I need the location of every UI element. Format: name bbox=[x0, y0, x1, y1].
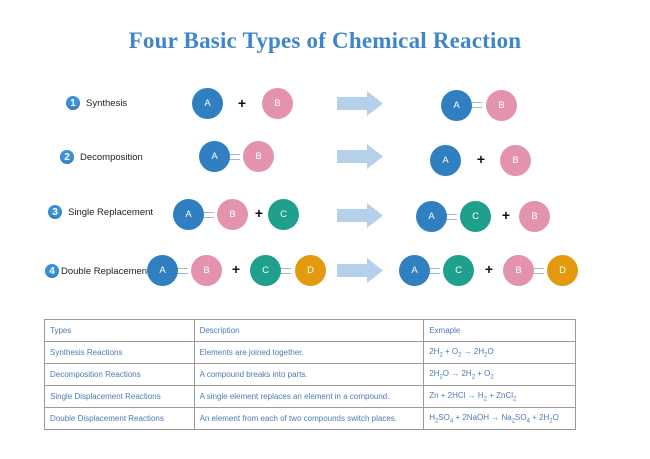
atom-a: A bbox=[416, 201, 447, 232]
reaction-label-double-replacement: 4 Double Replacement bbox=[45, 264, 150, 278]
reaction-name: Decomposition bbox=[80, 151, 143, 163]
atom-c: C bbox=[460, 201, 491, 232]
reaction-types-table: Types Description Exmaple Synthesis Reac… bbox=[44, 319, 576, 430]
atom-a: A bbox=[399, 255, 430, 286]
header-types: Types bbox=[44, 319, 195, 342]
number-badge-4: 4 bbox=[45, 264, 59, 278]
cell-type: Decomposition Reactions bbox=[44, 363, 195, 386]
header-example: Exmaple bbox=[423, 319, 576, 342]
atom-a: A bbox=[192, 88, 223, 119]
header-description: Description bbox=[193, 319, 425, 342]
reaction-name: Synthesis bbox=[86, 97, 128, 109]
reaction-arrow-icon bbox=[337, 144, 383, 169]
atom-b: B bbox=[519, 201, 550, 232]
cell-description: A single element replaces an element in … bbox=[193, 385, 425, 408]
plus-sign: + bbox=[476, 151, 486, 167]
number-badge-3: 3 bbox=[48, 205, 62, 219]
number-badge-2: 2 bbox=[60, 150, 74, 164]
cell-description: A compound breaks into parts. bbox=[193, 363, 425, 386]
cell-example: 2H2O → 2H2 + O2 bbox=[423, 363, 576, 386]
reaction-label-synthesis: 1 Synthesis bbox=[66, 96, 127, 110]
atom-a: A bbox=[430, 145, 461, 176]
cell-type: Double Displacement Reactions bbox=[44, 407, 195, 430]
cell-description: Elements are joined together. bbox=[193, 341, 425, 364]
atom-c: C bbox=[250, 255, 281, 286]
number-badge-1: 1 bbox=[66, 96, 80, 110]
reaction-arrow-icon bbox=[337, 91, 383, 116]
plus-sign: + bbox=[237, 95, 247, 111]
cell-example: H2SO4 + 2NaOH → Na2SO4 + 2H2O bbox=[423, 407, 576, 430]
cell-type: Single Displacement Reactions bbox=[44, 385, 195, 408]
plus-sign: + bbox=[501, 207, 511, 223]
cell-type: Synthesis Reactions bbox=[44, 341, 195, 364]
reaction-label-single-replacement: 3 Single Replacement bbox=[48, 205, 153, 219]
atom-b: B bbox=[217, 199, 248, 230]
table-row: Double Displacement Reactions An element… bbox=[44, 407, 576, 430]
atom-a: A bbox=[173, 199, 204, 230]
page-title: Four Basic Types of Chemical Reaction bbox=[128, 28, 522, 53]
cell-example: Zn + 2HCl → H2 + ZnCl2 bbox=[423, 385, 576, 408]
atom-b: B bbox=[500, 145, 531, 176]
table-row: Synthesis Reactions Elements are joined … bbox=[44, 341, 576, 364]
atom-a: A bbox=[199, 141, 230, 172]
cell-example: 2H2 + O2 → 2H2O bbox=[423, 341, 576, 364]
table-row: Single Displacement Reactions A single e… bbox=[44, 385, 576, 408]
atom-d: D bbox=[547, 255, 578, 286]
reaction-arrow-icon bbox=[337, 203, 383, 228]
atom-b: B bbox=[486, 90, 517, 121]
plus-sign: + bbox=[484, 261, 494, 277]
atom-d: D bbox=[295, 255, 326, 286]
table-header-row: Types Description Exmaple bbox=[44, 319, 576, 342]
reaction-name: Single Replacement bbox=[68, 206, 154, 218]
table-row: Decomposition Reactions A compound break… bbox=[44, 363, 576, 386]
reaction-arrow-icon bbox=[337, 258, 383, 283]
cell-description: An element from each of two compounds sw… bbox=[193, 407, 425, 430]
plus-sign: + bbox=[231, 261, 241, 277]
atom-b: B bbox=[191, 255, 222, 286]
atom-a: A bbox=[147, 255, 178, 286]
reaction-name: Double Replacement bbox=[61, 265, 150, 277]
atom-c: C bbox=[443, 255, 474, 286]
atom-a: A bbox=[441, 90, 472, 121]
atom-b: B bbox=[243, 141, 274, 172]
atom-b: B bbox=[262, 88, 293, 119]
atom-c: C bbox=[268, 199, 299, 230]
atom-b: B bbox=[503, 255, 534, 286]
plus-sign: + bbox=[254, 205, 264, 221]
reaction-label-decomposition: 2 Decomposition bbox=[60, 150, 143, 164]
